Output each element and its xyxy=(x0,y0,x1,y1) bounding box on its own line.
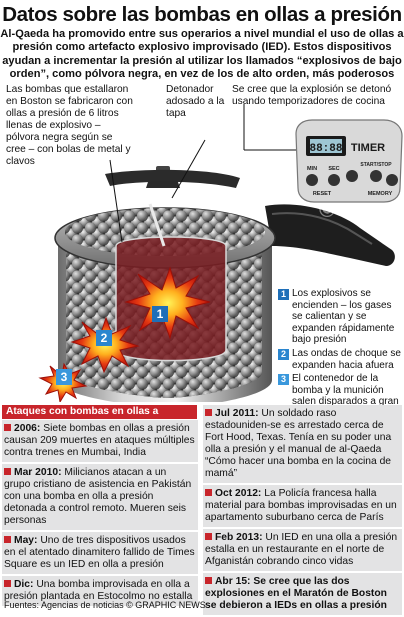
attack-item: Oct 2012: La Policía francesa halla mate… xyxy=(203,485,402,529)
bullet-icon xyxy=(4,424,11,431)
callout-detonator: Detonador adosado a la tapa xyxy=(166,84,225,119)
timer-btn-min: MIN xyxy=(307,166,317,172)
attack-item: Feb 2013: Un IED en una olla a presión e… xyxy=(203,529,402,573)
svg-text:1: 1 xyxy=(157,307,164,321)
attacks-right-column: Jul 2011: Un soldado raso estadouniden-s… xyxy=(203,405,402,617)
pressure-cooker-illustration: © GRAPHIC NEWS 88:88 TIMER MIN SEC START… xyxy=(38,80,404,402)
timer-brand: TIMER xyxy=(351,142,385,154)
intro-text: Al-Qaeda ha promovido entre sus operario… xyxy=(0,28,404,80)
timer-btn-startstop: START/STOP xyxy=(360,162,392,168)
timer-btn-sec: SEC xyxy=(328,166,339,172)
explosion-steps: 1 Los explosivos se encienden – los gase… xyxy=(278,288,402,422)
bullet-icon xyxy=(205,577,212,584)
step-1-number: 1 xyxy=(278,289,289,300)
marker-1 xyxy=(152,306,168,322)
marker-2 xyxy=(96,330,112,346)
timer-btn-memory: MEMORY xyxy=(368,191,393,197)
callout-boston-bombs: Las bombas que estallaron en Boston se f… xyxy=(6,84,133,167)
step-2: 2 Las ondas de choque se expanden hacia … xyxy=(278,348,402,371)
marker-3 xyxy=(56,369,72,385)
kitchen-timer: 88:88 TIMER xyxy=(295,119,403,203)
bullet-icon xyxy=(205,409,212,416)
bullet-icon xyxy=(205,489,212,496)
step-1-text: Los explosivos se encienden – los gases … xyxy=(292,288,395,346)
attack-item: 2006: Siete bombas en ollas a presión ca… xyxy=(2,420,198,464)
page-title: Datos sobre las bombas en ollas a presió… xyxy=(2,3,402,26)
bullet-icon xyxy=(4,536,11,543)
attacks-left-column: 2006: Siete bombas en ollas a presión ca… xyxy=(2,420,198,608)
attack-item: Jul 2011: Un soldado raso estadouniden-s… xyxy=(203,405,402,485)
bullet-icon xyxy=(205,533,212,540)
attacks-header: Ataques con bombas en ollas a presión xyxy=(2,405,197,431)
step-3-number: 3 xyxy=(278,374,289,386)
attack-item: Mar 2010: Milicianos atacan a un grupo c… xyxy=(2,464,198,532)
cooker-handle xyxy=(265,204,395,266)
attack-item-highlight: Abr 15: Se cree que las dos explosiones … xyxy=(203,573,402,617)
attack-item: Dic: Una bomba improvisada en olla a pre… xyxy=(2,576,198,608)
step-2-number: 2 xyxy=(278,348,289,360)
step-2-text: Las ondas de choque se expanden hacia af… xyxy=(292,347,401,371)
attack-item: May: Uno de tres dispositivos usados en … xyxy=(2,532,198,576)
blast-center xyxy=(124,266,211,340)
svg-text:3: 3 xyxy=(61,370,68,384)
bullet-icon xyxy=(4,580,11,587)
bullet-icon xyxy=(4,468,11,475)
timer-display: 88:88 xyxy=(309,143,342,155)
footer-sources: Fuentes: Agencias de noticias © GRAPHIC … xyxy=(4,600,206,610)
step-1: 1 Los explosivos se encienden – los gase… xyxy=(278,288,402,346)
timer-btn-reset: RESET xyxy=(313,191,332,197)
svg-text:2: 2 xyxy=(101,331,108,345)
callout-timer: Se cree que la explosión se detonó usand… xyxy=(232,84,392,107)
